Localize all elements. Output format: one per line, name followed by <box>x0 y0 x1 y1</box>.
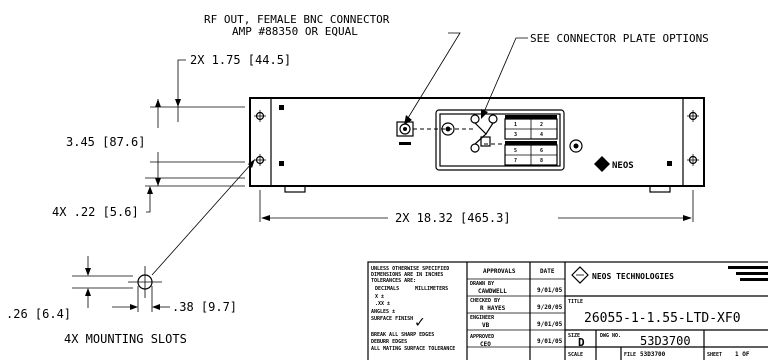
mounting-slots-label: 4X MOUNTING SLOTS <box>64 332 187 346</box>
tol-deburr: DEBURR EDGES <box>371 339 407 345</box>
svg-text:6: 6 <box>540 148 543 154</box>
company-logo: NEOS TECHNOLOGIES <box>571 266 674 284</box>
mounting-slot-right-top <box>687 110 699 122</box>
company-name: NEOS TECHNOLOGIES <box>592 272 674 281</box>
connector-plate-label: SEE CONNECTOR PLATE OPTIONS <box>530 32 709 45</box>
dwg-no-value: 53D3700 <box>640 334 691 348</box>
dim-height: 3.45 [87.6] <box>66 99 161 186</box>
mounting-slot-detail: .26 [6.4] .38 [9.7] 4X MOUNTING SLOTS <box>6 159 255 346</box>
rf-out-label: RF OUT, FEMALE BNC CONNECTOR <box>204 13 390 26</box>
dim-slot-depth-text: 4X .22 [5.6] <box>52 205 139 219</box>
tol-line3: TOLERANCES ARE: <box>371 278 416 284</box>
tol-x: X ± <box>375 294 384 300</box>
connector-plate-leader <box>481 37 528 119</box>
bnc-connector <box>396 121 414 145</box>
dwg-no-label: DWG NO. <box>600 333 621 339</box>
engineer-value: VB <box>482 322 490 329</box>
tol-line2: DIMENSIONS ARE IN INCHES <box>371 272 443 278</box>
connector-plate: 1 2 3 4 5 6 7 8 <box>435 109 565 171</box>
approved-value: CEO <box>480 341 491 348</box>
svg-text:7: 7 <box>514 158 517 164</box>
drawn-by-value: CAWDWELL <box>478 288 507 295</box>
check-mark: ✓ <box>415 312 425 331</box>
title-label: TITLE <box>568 299 583 305</box>
front-panel-logo: NEOS <box>594 156 634 172</box>
date3: 9/01/05 <box>537 321 563 328</box>
rf-out-part-label: AMP #88350 OR EQUAL <box>232 25 358 38</box>
date4: 9/01/05 <box>537 338 563 345</box>
file-value: 53D3700 <box>640 351 666 358</box>
title-block: UNLESS OTHERWISE SPECIFIED DIMENSIONS AR… <box>367 261 768 360</box>
tol-surface: SURFACE FINISH <box>371 316 413 322</box>
tol-millimeters: MILLIMETERS <box>415 286 448 292</box>
mounting-slot-left-top <box>254 110 266 122</box>
dim-width: 2X 18.32 [465.3] <box>259 190 694 225</box>
date2: 9/20/05 <box>537 304 563 311</box>
size-value: D <box>578 336 585 349</box>
sheet-label: SHEET <box>707 352 722 358</box>
tol-line1: UNLESS OTHERWISE SPECIFIED <box>371 266 449 272</box>
approved-label: APPROVED <box>470 334 494 340</box>
svg-text:NEOS: NEOS <box>612 161 634 171</box>
svg-text:3: 3 <box>514 132 517 138</box>
dim-height-spacing-text: 2X 1.75 [44.5] <box>190 53 291 67</box>
plate-side-connector <box>569 139 583 153</box>
svg-text:8: 8 <box>540 158 543 164</box>
indicator-led-right <box>667 161 672 166</box>
mounting-slot-left-bottom <box>254 154 266 166</box>
dim-slot-length-text: .38 [9.7] <box>172 300 237 314</box>
file-label: FILE <box>624 352 636 358</box>
size-label: SIZE <box>568 333 580 339</box>
rf-out-leader <box>404 32 461 125</box>
indicator-led-bottom <box>279 161 284 166</box>
indicator-led-top <box>279 105 284 110</box>
tol-angles: ANGLES ± <box>371 309 395 315</box>
date1: 9/01/05 <box>537 287 563 294</box>
approvals-header: APPROVALS <box>483 268 516 275</box>
sheet-value: 1 OF <box>735 351 750 358</box>
date-header: DATE <box>540 268 555 275</box>
svg-text:4: 4 <box>540 132 543 138</box>
title-value: 26055-1-1.55-LTD-XF0 <box>584 311 741 326</box>
dim-height-text: 3.45 [87.6] <box>66 135 145 149</box>
mounting-slot-right-bottom <box>687 154 699 166</box>
tol-decimals: DECIMALS <box>375 286 399 292</box>
engineer-label: ENGINEER <box>470 315 495 321</box>
drawn-by-label: DRAWN BY <box>470 281 494 287</box>
tol-break: BREAK ALL SHARP EDGES <box>371 332 434 338</box>
dim-slot-depth: 4X .22 [5.6] <box>52 177 245 219</box>
tol-xx: .XX ± <box>375 301 390 307</box>
svg-text:5: 5 <box>514 148 517 154</box>
svg-text:1: 1 <box>514 122 517 128</box>
dim-width-text: 2X 18.32 [465.3] <box>395 211 511 225</box>
scale-label: SCALE <box>568 352 583 358</box>
chassis-front-view: 1 2 3 4 5 6 7 8 NEOS <box>249 97 705 193</box>
dim-height-spacing: 2X 1.75 [44.5] <box>150 53 291 163</box>
tol-mating: ALL MATING SURFACE TOLERANCE <box>371 346 455 352</box>
svg-text:2: 2 <box>540 122 543 128</box>
dim-slot-width-text: .26 [6.4] <box>6 307 71 321</box>
checked-by-label: CHECKED BY <box>470 298 500 304</box>
checked-by-value: R HAYES <box>480 305 506 312</box>
